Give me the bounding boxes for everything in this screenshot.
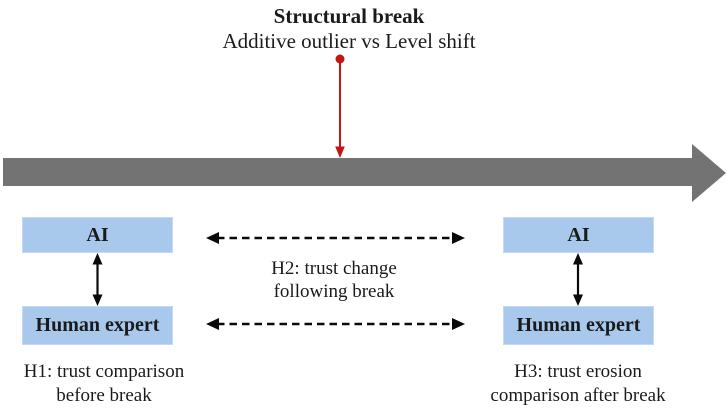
human-expert-box-after: Human expert: [503, 306, 654, 345]
structural-break-title: Structural break: [273, 4, 425, 28]
h2-caption-line1: H2: trust change: [271, 258, 397, 279]
h2-caption-line2: following break: [273, 281, 395, 302]
human-expert-box-after-label: Human expert: [516, 314, 641, 336]
h2-dashed-arrow-bottom: [206, 318, 465, 330]
h1-caption: H1: trust comparison before break: [24, 360, 184, 408]
h3-caption-line1: H3: trust erosion: [514, 361, 642, 382]
h3-caption-line2: comparison after break: [490, 385, 666, 406]
h3-caption: H3: trust erosion comparison after break: [490, 360, 665, 408]
structural-break-subtitle: Additive outlier vs Level shift: [222, 29, 476, 53]
trust-arrow-after: [573, 253, 583, 306]
ai-box-after: AI: [503, 217, 654, 253]
h1-caption-line2: before break: [56, 385, 152, 406]
ai-box-after-label: AI: [567, 223, 590, 246]
structural-break-title-block: Structural break Additive outlier vs Lev…: [222, 4, 475, 54]
h1-caption-line1: H1: trust comparison: [23, 361, 185, 382]
h2-caption: H2: trust change following break: [271, 257, 397, 303]
human-expert-box-before-label: Human expert: [35, 314, 160, 336]
ai-box-before: AI: [22, 217, 173, 253]
trust-arrow-before: [92, 253, 103, 306]
h2-dashed-arrow-top: [206, 232, 465, 244]
ai-box-before-label: AI: [86, 223, 109, 246]
break-marker-arrow: [335, 54, 345, 158]
timeline-arrow: [3, 144, 726, 202]
human-expert-box-before: Human expert: [22, 306, 173, 345]
